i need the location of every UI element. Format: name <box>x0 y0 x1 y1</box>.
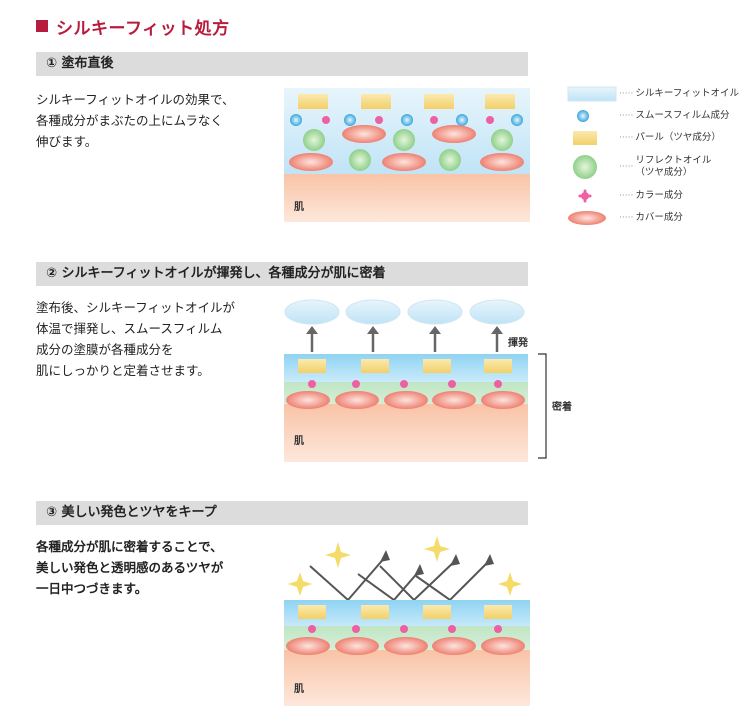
skin-layer <box>284 650 530 706</box>
cover-particles <box>286 391 525 409</box>
silky-oil-icon <box>567 86 617 102</box>
smooth-film-particles <box>290 114 523 126</box>
cover-particles <box>286 637 525 655</box>
legend-label: カバー成分 <box>635 212 683 223</box>
step-3-desc-line: 美しい発色と透明感のあるツヤが <box>36 560 224 575</box>
step-3-desc-line: 各種成分が肌に密着することで、 <box>36 539 223 554</box>
legend-label: パール（ツヤ成分） <box>635 132 721 143</box>
legend-item: ·····パール（ツヤ成分） <box>567 130 721 146</box>
legend-item: ·····シルキーフィットオイル <box>567 86 739 102</box>
evaporate-arrows <box>306 326 503 352</box>
step-3-desc-line: 一日中つづきます。 <box>36 581 148 596</box>
reflect-oil-particles <box>303 129 513 171</box>
step-1-desc-line: 伸びます。 <box>36 134 98 149</box>
legend-item: ·····カバー成分 <box>567 210 683 226</box>
legend-label: スムースフィルム成分 <box>635 110 730 121</box>
legend-item: ·····スムースフィルム成分 <box>567 108 729 124</box>
color-icon <box>578 189 592 203</box>
step-1-desc-line: 各種成分がまぶたの上にムラなく <box>36 113 223 128</box>
step-2-desc-line: 塗布後、シルキーフィットオイルが <box>36 300 236 315</box>
pearl-particles <box>298 359 512 373</box>
color-particles <box>308 380 502 388</box>
step-2-diagram: 揮発 肌 <box>284 299 547 462</box>
skin-layer <box>284 404 528 462</box>
step-1-header: ① 塗布直後 <box>36 52 528 76</box>
step-3-header: ③ 美しい発色とツヤをキープ <box>36 501 528 525</box>
pearl-particle <box>298 94 328 109</box>
step-1-description: シルキーフィットオイルの効果で、 各種成分がまぶたの上にムラなく 伸びます。 <box>36 89 235 152</box>
color-particles <box>322 116 494 124</box>
legend-item: ·····リフレクトオイル （ツヤ成分） <box>567 154 711 180</box>
pearl-particles <box>298 605 512 619</box>
adhere-label: 密着 <box>552 402 572 413</box>
skin-layer <box>284 174 530 222</box>
step-1-desc-line: シルキーフィットオイルの効果で、 <box>36 92 235 107</box>
pearl-particle <box>485 94 515 109</box>
sparkle-icons <box>288 536 522 596</box>
reflect-oil-icon <box>573 155 597 179</box>
arrow-heads <box>380 550 494 576</box>
evaporated-oil-particles <box>284 299 525 325</box>
legend-label: シルキーフィットオイル <box>635 88 740 99</box>
legend-label: カラー成分 <box>635 190 683 201</box>
step-2-description: 塗布後、シルキーフィットオイルが 体温で揮発し、スムースフィルム 成分の塗膜が各… <box>36 297 235 381</box>
skin-label: 肌 <box>294 683 304 695</box>
step-3-description: 各種成分が肌に密着することで、 美しい発色と透明感のあるツヤが 一日中つづきます… <box>36 536 223 599</box>
title-square-icon <box>36 20 48 32</box>
color-particles <box>308 625 502 633</box>
cover-particles <box>289 125 524 171</box>
step-2-desc-line: 成分の塗膜が各種成分を <box>36 342 174 357</box>
legend-item: ·····カラー成分 <box>567 188 683 204</box>
legend-label: リフレクトオイル （ツヤ成分） <box>635 155 712 178</box>
pearl-particle <box>424 94 454 109</box>
smooth-film-icon <box>577 110 589 122</box>
step-2-header: ② シルキーフィットオイルが揮発し、各種成分が肌に密着 <box>36 262 528 286</box>
page-title-row: シルキーフィット処方 <box>36 14 230 39</box>
pearl-particle <box>361 94 391 109</box>
skin-label: 肌 <box>294 201 304 213</box>
evaporate-label: 揮発 <box>508 336 529 349</box>
page-title: シルキーフィット処方 <box>56 18 230 39</box>
skin-label: 肌 <box>294 435 304 447</box>
step-2-desc-line: 肌にしっかりと定着させます。 <box>36 363 210 378</box>
adhere-bracket <box>538 353 547 459</box>
step-3-diagram: 肌 <box>284 536 530 706</box>
cover-icon <box>568 211 606 225</box>
pearl-icon <box>573 131 597 145</box>
step-2-desc-line: 体温で揮発し、スムースフィルム <box>36 321 223 336</box>
step-1-diagram: 肌 <box>284 88 530 222</box>
